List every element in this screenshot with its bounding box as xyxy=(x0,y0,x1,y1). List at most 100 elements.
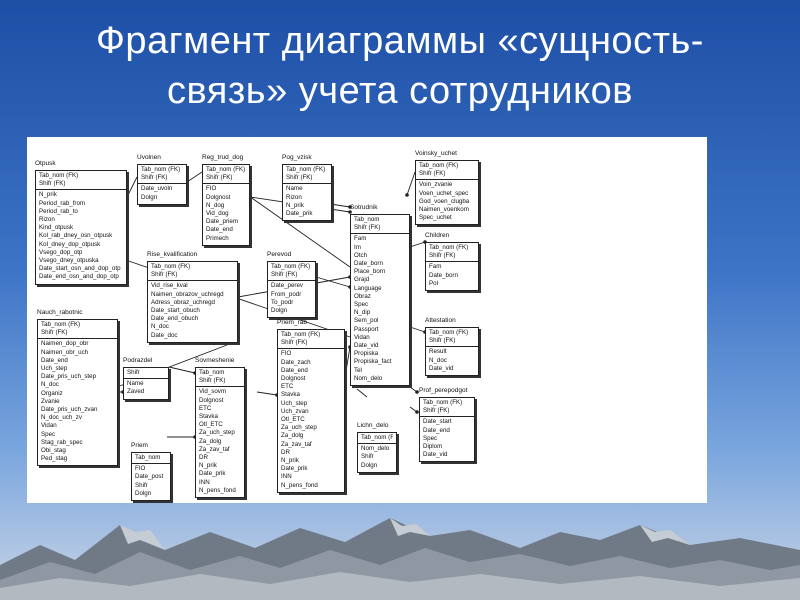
attribute: Grajd xyxy=(354,276,406,284)
entity-name: Podrazdel xyxy=(123,357,152,364)
attribute: Obraz xyxy=(354,293,406,301)
attribute: Date_end xyxy=(281,367,341,375)
entity-name: Rise_kvalification xyxy=(147,251,197,258)
entity-attestation: AttestationTab_nom (FK)Shifr (FK)ResultN… xyxy=(425,327,479,376)
entity-key-section: Tab_nom (FK)Shifr (FK) xyxy=(148,262,237,281)
attribute: Vsego_dney_otpuska xyxy=(39,257,123,265)
attribute: N_dip xyxy=(354,309,406,317)
attribute: Voin_zvanie xyxy=(419,181,475,189)
key-attribute: Shifr xyxy=(127,369,165,377)
entity-key-section: Tab_nom (FK)Shifr (FK) xyxy=(426,243,478,262)
attribute: Im xyxy=(354,244,406,252)
attribute: Date_vid xyxy=(423,451,471,459)
attribute: Za_zav_taf xyxy=(281,441,341,449)
attribute: N_pens_fond xyxy=(199,487,241,495)
attribute: N_prik xyxy=(281,457,341,465)
attribute: Dolgnost xyxy=(206,194,246,202)
entity-key-section: Tab_nom (FK)Shifr (FK) xyxy=(138,165,186,184)
attribute: N_prik xyxy=(199,462,241,470)
entity-key-section: Shifr xyxy=(124,368,168,379)
attribute: INN xyxy=(281,473,341,481)
key-attribute: Tab_nom (FK) xyxy=(39,172,123,180)
key-attribute: Shifr (FK) xyxy=(286,174,328,182)
key-attribute: Tab_nom (FK) xyxy=(206,166,246,174)
attribute: DR xyxy=(281,449,341,457)
attribute: Nom_delo xyxy=(361,445,393,453)
attribute: Diplom xyxy=(423,443,471,451)
entity-key-section: Tab_nom (FK)Shifr (FK) xyxy=(36,171,126,190)
entity-voinsky-uchet: Voinsky_uchetTab_nom (FK)Shifr (FK)Voin_… xyxy=(415,160,479,225)
entity-attribute-section: Date_uvolnDolgn xyxy=(138,184,186,203)
attribute: Naimen_obr_uch xyxy=(41,349,114,357)
attribute: Naimen_obrazov_uchregd xyxy=(151,291,234,299)
entity-attribute-section: FamImOtchDate_bornPlace_bornGrajdLanguag… xyxy=(351,234,409,385)
attribute: Date_end_obuch xyxy=(151,315,234,323)
attribute: Organiz xyxy=(41,390,114,398)
attribute: Name xyxy=(286,185,328,193)
title-line-1: Фрагмент диаграммы «сущность- xyxy=(20,16,780,66)
attribute: Voen_uchet_spec xyxy=(419,190,475,198)
key-attribute: Shifr (FK) xyxy=(151,271,234,279)
attribute: Name xyxy=(127,380,165,388)
attribute: Fam xyxy=(429,263,475,271)
key-attribute: Tab_nom (FK) xyxy=(271,263,312,271)
attribute: DR xyxy=(199,454,241,462)
entity-box: ShifrNameZaved xyxy=(123,367,169,400)
entity-box: Tab_nom (FK)Shifr (FK)Voin_zvanieVoen_uc… xyxy=(415,160,479,225)
attribute: Date_vid xyxy=(354,342,406,350)
attribute: N_doc xyxy=(41,381,114,389)
attribute: FIO xyxy=(281,350,341,358)
attribute: Ped_stag xyxy=(41,455,114,463)
attribute: Place_born xyxy=(354,268,406,276)
attribute: Shifr xyxy=(361,453,393,461)
attribute: FIO xyxy=(206,185,246,193)
attribute: Period_rab_from xyxy=(39,200,123,208)
entity-attribute-section: FIODate_postShifrDolgn xyxy=(132,464,170,500)
key-attribute: Shifr (FK) xyxy=(423,407,471,415)
entity-perevod: PerevodTab_nom (FK)Shifr (FK)Date_perevF… xyxy=(267,261,316,318)
attribute: Dolgnost xyxy=(199,397,241,405)
entity-uvolnen: UvolnenTab_nom (FK)Shifr (FK)Date_uvolnD… xyxy=(137,164,187,205)
key-attribute: Shifr (FK) xyxy=(419,170,475,178)
entity-priem-rab: Priem_rabTab_nom (FK)Shifr (FK)FIODate_z… xyxy=(277,329,345,493)
attribute: Vsego_dop_otp xyxy=(39,249,123,257)
entity-key-section: Tab_nomShifr (FK) xyxy=(351,215,409,234)
key-attribute: Shifr (FK) xyxy=(141,174,183,182)
attribute: Vidan xyxy=(354,334,406,342)
attribute: Date_born xyxy=(429,272,475,280)
entity-key-section: Tab_nom (FK)Shifr (FK) xyxy=(203,165,249,184)
entity-box: Tab_nom (FK)Shifr (FK)Date_perevFrom_pod… xyxy=(267,261,316,318)
attribute: Rizon xyxy=(39,216,123,224)
attribute: Date_end xyxy=(41,357,114,365)
attribute: Propiska xyxy=(354,350,406,358)
attribute: Zvanie xyxy=(41,398,114,406)
attribute: N_pens_fond xyxy=(281,482,341,490)
attribute: Date_end xyxy=(423,427,471,435)
key-attribute: Shifr (FK) xyxy=(206,174,246,182)
attribute: Za_dolg xyxy=(199,438,241,446)
key-attribute: Shifr (FK) xyxy=(41,329,114,337)
attribute: Date_perev xyxy=(271,282,312,290)
key-attribute: Tab_nom (FK) xyxy=(423,399,471,407)
attribute: Stavka xyxy=(281,391,341,399)
entity-key-section: Tab_nom (FK)Shifr (FK) xyxy=(426,328,478,347)
attribute: Kind_otpusk xyxy=(39,224,123,232)
attribute: Za_zav_taf xyxy=(199,446,241,454)
attribute: Propiska_fact xyxy=(354,358,406,366)
attribute: Tel xyxy=(354,367,406,375)
key-attribute: Tab_nom (FK) xyxy=(361,434,393,442)
attribute: ETC xyxy=(281,383,341,391)
entity-box: Tab_nom (FK)Shifr (FK)FIODate_zachDate_e… xyxy=(277,329,345,493)
